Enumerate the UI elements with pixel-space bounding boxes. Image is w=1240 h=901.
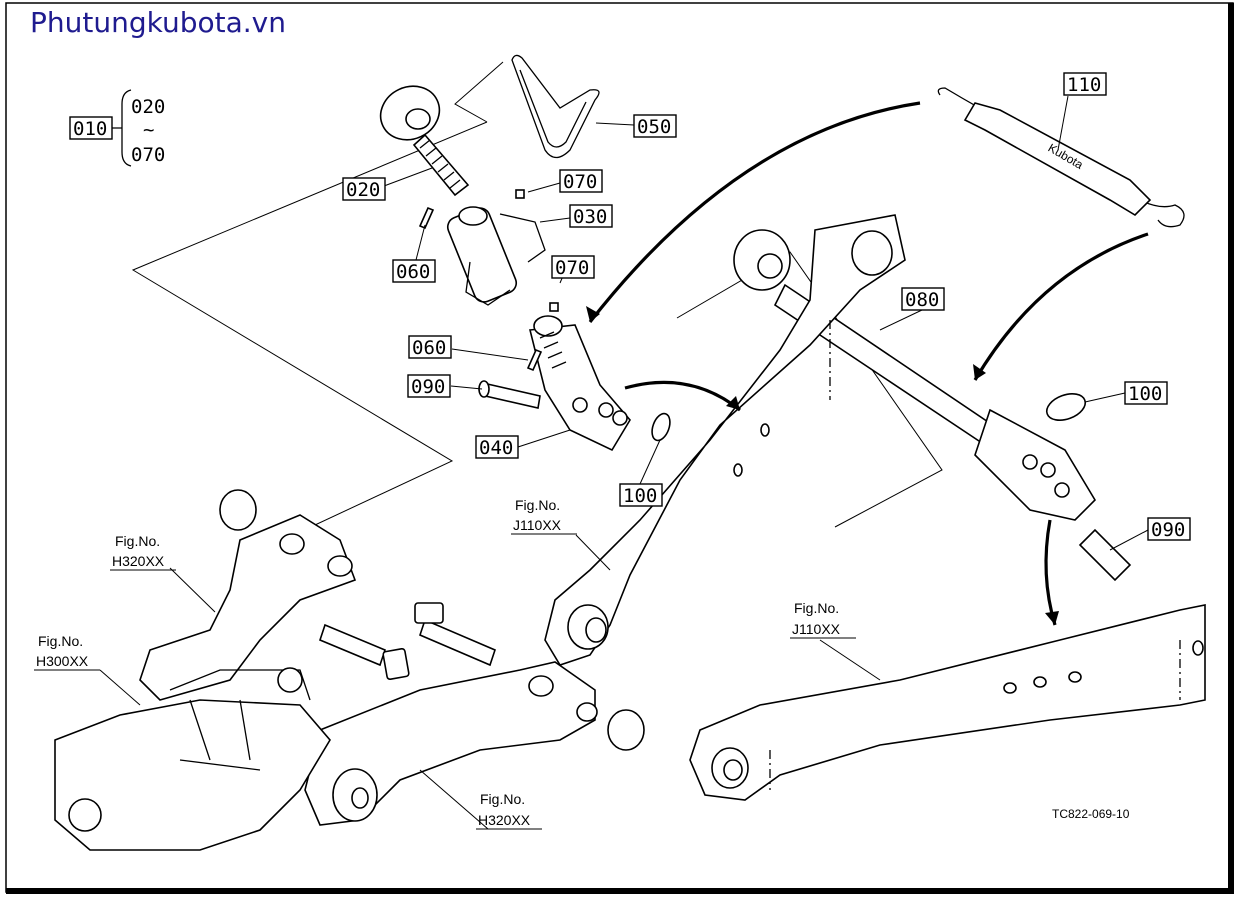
top-link-end-020 <box>379 85 470 197</box>
svg-text:Fig.No.: Fig.No. <box>38 633 83 649</box>
callout-020[interactable]: 020 <box>342 177 386 201</box>
pin-left-a <box>319 623 386 667</box>
svg-text:H320XX: H320XX <box>112 553 165 569</box>
pin-090-right <box>1078 528 1132 582</box>
svg-text:100: 100 <box>623 485 657 507</box>
callout-060b[interactable]: 060 <box>408 335 452 359</box>
svg-text:060: 060 <box>396 261 430 283</box>
pin-left-b <box>419 618 496 667</box>
svg-text:Fig.No.: Fig.No. <box>515 497 560 513</box>
callout-040[interactable]: 040 <box>475 435 519 459</box>
callout-060a[interactable]: 060 <box>392 259 436 283</box>
arrow-down-right <box>1044 519 1057 626</box>
turnbuckle-handle-030 <box>446 206 546 306</box>
svg-text:H320XX: H320XX <box>478 812 531 828</box>
group-from-number: 020 <box>131 96 165 118</box>
grease-nipple-070b <box>549 302 559 312</box>
pin-090-left <box>480 382 541 409</box>
roll-pin-060b <box>526 348 543 372</box>
svg-text:030: 030 <box>573 206 607 228</box>
fig-ref-h300[interactable]: Fig.No. H300XX <box>34 633 100 671</box>
callout-110[interactable]: 110 <box>1063 72 1107 96</box>
group-bracket: 010 020 ~ 070 <box>69 89 165 167</box>
assembly-outline-left <box>131 61 504 547</box>
lower-link-right <box>689 604 1206 801</box>
arrow-link-left <box>624 380 741 412</box>
group-main-number: 010 <box>73 118 107 140</box>
callout-100a[interactable]: 100 <box>619 483 663 507</box>
fig-ref-h320-top[interactable]: Fig.No. H320XX <box>110 533 176 571</box>
fig-ref-h320-bottom[interactable]: Fig.No. H320XX <box>476 791 542 830</box>
arrow-top-right <box>973 232 1149 381</box>
svg-text:090: 090 <box>411 376 445 398</box>
snap-ring-100-left <box>651 412 671 442</box>
callout-090a[interactable]: 090 <box>407 374 451 398</box>
lift-rod-080 <box>733 229 1097 521</box>
callout-050[interactable]: 050 <box>633 114 677 138</box>
grease-nipple-070a <box>515 189 525 199</box>
svg-text:070: 070 <box>563 171 597 193</box>
callout-030[interactable]: 030 <box>569 204 613 228</box>
lower-link-middle <box>544 214 906 666</box>
svg-text:090: 090 <box>1151 519 1185 541</box>
svg-text:Fig.No.: Fig.No. <box>115 533 160 549</box>
arrow-top-center <box>588 101 921 323</box>
fig-ref-j110-mid[interactable]: Fig.No. J110XX <box>511 497 577 535</box>
lift-arm-assembly <box>54 514 598 851</box>
callout-070a[interactable]: 070 <box>559 169 603 193</box>
roll-pin-060a <box>418 206 435 230</box>
fig-ref-j110-right[interactable]: Fig.No. J110XX <box>790 600 856 639</box>
group-tilde: ~ <box>143 119 154 141</box>
callout-070b[interactable]: 070 <box>551 255 595 279</box>
svg-text:100: 100 <box>1128 383 1162 405</box>
drawing-code: TC822-069-10 <box>1052 807 1130 821</box>
svg-text:Fig.No.: Fig.No. <box>480 791 525 807</box>
ring-left-top <box>219 489 257 531</box>
svg-text:050: 050 <box>637 116 671 138</box>
svg-text:J110XX: J110XX <box>513 517 562 533</box>
svg-text:Fig.No.: Fig.No. <box>794 600 839 616</box>
svg-text:H300XX: H300XX <box>36 653 89 669</box>
callout-080[interactable]: 080 <box>901 287 945 311</box>
svg-text:040: 040 <box>479 437 513 459</box>
group-to-number: 070 <box>131 144 165 166</box>
svg-text:J110XX: J110XX <box>792 621 841 637</box>
site-watermark: Phutungkubota.vn <box>30 6 286 39</box>
hanger-bar-110: Kubota <box>937 87 1185 228</box>
snap-ring-100-right <box>1045 393 1087 421</box>
top-link-end-040 <box>529 315 631 452</box>
callout-090b[interactable]: 090 <box>1147 517 1191 541</box>
svg-text:060: 060 <box>412 337 446 359</box>
ring-left-bottom <box>607 709 645 751</box>
svg-text:020: 020 <box>346 179 380 201</box>
svg-text:070: 070 <box>555 257 589 279</box>
svg-text:080: 080 <box>905 289 939 311</box>
svg-text:110: 110 <box>1067 74 1101 96</box>
spring-pin-050 <box>511 54 600 159</box>
callout-100b[interactable]: 100 <box>1124 381 1168 405</box>
